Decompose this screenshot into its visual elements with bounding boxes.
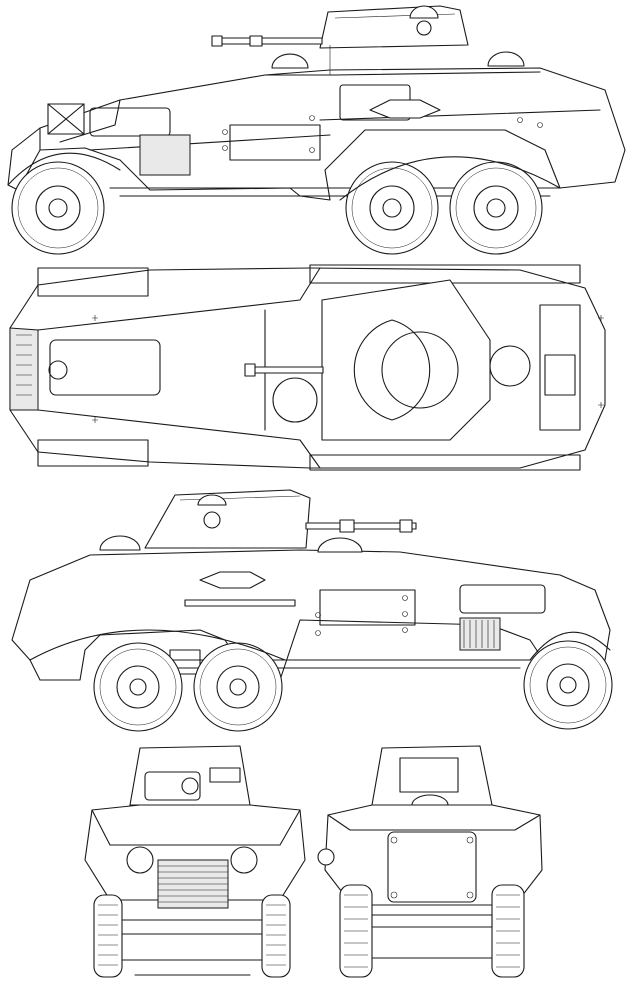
side-view-right — [11, 489, 613, 732]
wheel-rear-right — [93, 642, 183, 732]
front-view — [84, 745, 306, 978]
turret-side-left — [319, 5, 469, 49]
side-view-left — [7, 5, 626, 255]
wheel-rear-left — [449, 161, 543, 255]
turret-side-right — [144, 489, 311, 549]
top-view — [9, 264, 606, 471]
headlight-right — [230, 846, 258, 874]
hull-front — [84, 804, 306, 901]
wheel-middle-right — [193, 642, 283, 732]
rear-view — [317, 745, 543, 978]
headlight-left — [126, 846, 154, 874]
turret-front — [129, 745, 251, 806]
hull-side-right — [11, 549, 611, 681]
front-tire-right — [261, 894, 291, 978]
front-tire-left — [93, 894, 123, 978]
wheel-middle-left — [345, 161, 439, 255]
main-gun-left — [213, 37, 323, 45]
main-gun-right — [305, 522, 417, 530]
main-gun-top — [247, 366, 324, 374]
wheel-front-left — [11, 161, 105, 255]
wheel-front-right — [523, 640, 613, 730]
